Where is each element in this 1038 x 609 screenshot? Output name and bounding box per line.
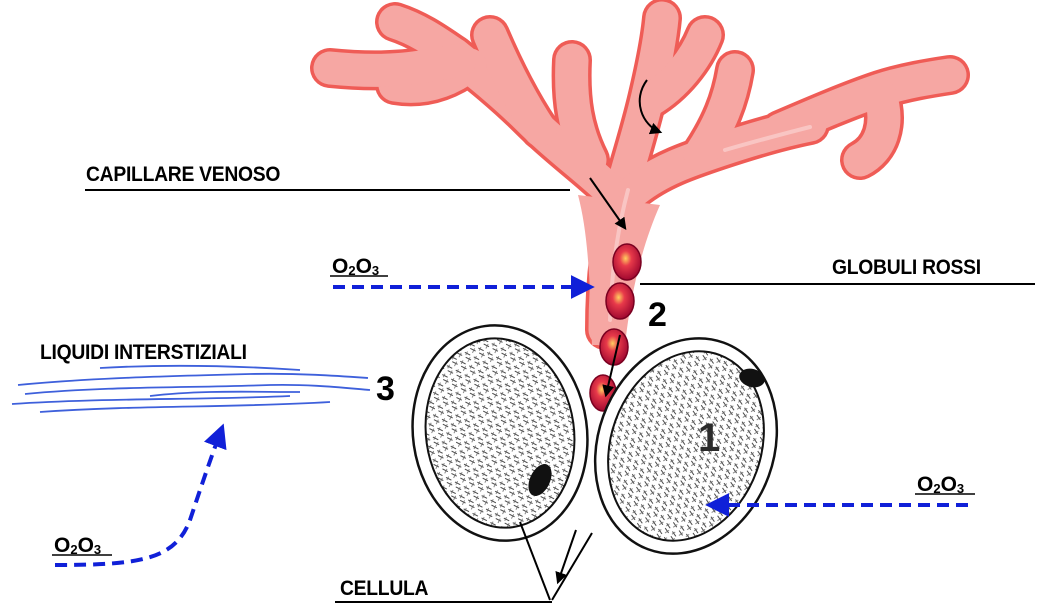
label-capillare-venoso: CAPILLARE VENOSO xyxy=(86,164,280,185)
number-1: 1 xyxy=(698,418,720,458)
label-o2o3-top: O2O3 xyxy=(332,256,379,277)
red-blood-cell xyxy=(613,244,641,280)
label-liquidi-interstiziali: LIQUIDI INTERSTIZIALI xyxy=(40,342,247,363)
label-globuli-rossi: GLOBULI ROSSI xyxy=(832,257,981,278)
label-cellula: CELLULA xyxy=(340,578,428,599)
number-3: 3 xyxy=(376,372,395,406)
label-o2o3-right: O2O3 xyxy=(917,474,964,495)
venous-capillary xyxy=(330,18,950,345)
number-2: 2 xyxy=(648,298,667,332)
interstitial-fluid xyxy=(12,366,370,412)
cell-left xyxy=(399,314,601,552)
red-blood-cell xyxy=(606,283,634,319)
label-o2o3-left: O2O3 xyxy=(54,535,101,556)
